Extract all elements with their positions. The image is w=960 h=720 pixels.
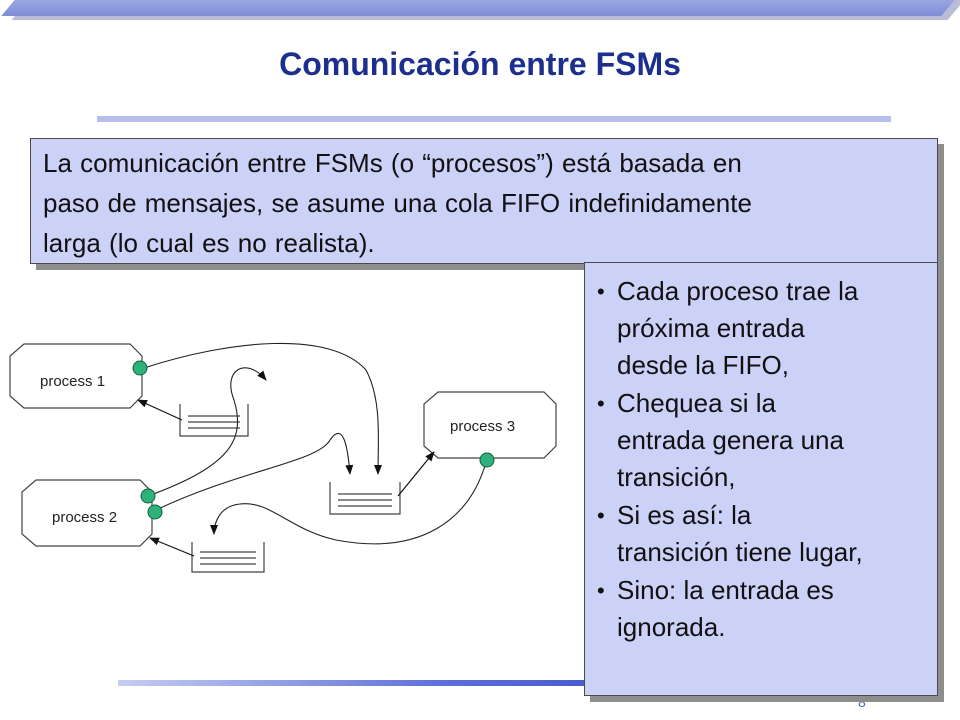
- fifo-queue-middle: [329, 482, 401, 515]
- process-3-label: process 3: [450, 418, 515, 435]
- title-underline: [97, 116, 891, 122]
- bullet-line: próxima entrada: [617, 313, 805, 343]
- process-2-label: process 2: [52, 509, 117, 526]
- bullet-marker: •: [597, 578, 605, 603]
- bullet-line: ignorada.: [617, 612, 726, 642]
- message-path-p2-to-middle-queue: [155, 432, 354, 511]
- process-1-node: [9, 343, 143, 409]
- bullet-item: • Chequea si la entrada genera una trans…: [595, 385, 929, 496]
- message-path-p1-to-middle-queue: [143, 342, 383, 475]
- bullet-item: • Sino: la entrada es ignorada.: [595, 572, 929, 646]
- intro-line: La comunicación entre FSMs (o “procesos”…: [43, 148, 742, 178]
- bullet-item: • Cada proceso trae la próxima entrada d…: [595, 273, 929, 384]
- header-bar: [1, 0, 955, 16]
- process-2-output-port-b: [147, 504, 163, 520]
- bullet-line: Sino: la entrada es: [617, 575, 834, 605]
- bullet-item: • Si es así: la transición tiene lugar,: [595, 497, 929, 571]
- queue-2-to-process-2-arrow: [149, 537, 195, 557]
- fifo-queue-2: [191, 542, 265, 573]
- footer-rule: [118, 680, 940, 686]
- process-1-output-port: [132, 360, 148, 376]
- message-path-p2-to-queue-1: [147, 367, 267, 497]
- intro-line: larga (lo cual es no realista).: [43, 228, 375, 258]
- bullet-marker: •: [597, 279, 605, 304]
- fsm-diagram: process 1 process 2 process 3: [9, 342, 557, 573]
- bullets-text-box: • Cada proceso trae la próxima entrada d…: [584, 262, 938, 696]
- slide-title: Comunicación entre FSMs: [279, 46, 681, 82]
- bullet-line: transición tiene lugar,: [617, 537, 863, 567]
- page-number: 8: [858, 694, 866, 710]
- process-2-node: [21, 479, 153, 547]
- bullet-list: • Cada proceso trae la próxima entrada d…: [595, 273, 929, 646]
- bullet-line: Chequea si la: [617, 388, 776, 418]
- bullet-line: Cada proceso trae la: [617, 276, 859, 306]
- queue-middle-to-process-3-arrow: [397, 451, 435, 497]
- bullet-line: Si es así: la: [617, 500, 752, 530]
- process-3-node: [423, 391, 557, 459]
- bullet-line: entrada genera una: [617, 425, 844, 455]
- message-path-p3-to-queue-2: [210, 461, 487, 545]
- intro-text-box: La comunicación entre FSMs (o “procesos”…: [30, 138, 938, 264]
- queue-1-to-process-1-arrow: [137, 399, 183, 421]
- bullet-marker: •: [597, 391, 605, 416]
- bullet-line: transición,: [617, 462, 736, 492]
- fifo-queue-1: [179, 404, 249, 437]
- process-1-label: process 1: [40, 373, 105, 390]
- process-2-output-port-a: [140, 488, 156, 504]
- bullet-marker: •: [597, 503, 605, 528]
- bullet-line: desde la FIFO,: [617, 350, 789, 380]
- intro-line: paso de mensajes, se asume una cola FIFO…: [43, 188, 752, 218]
- process-3-output-port: [479, 452, 495, 468]
